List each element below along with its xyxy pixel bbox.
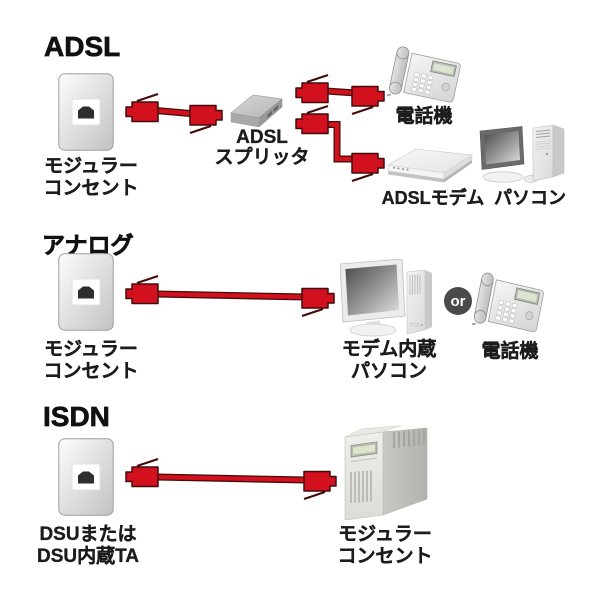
cable-analog [124, 274, 336, 318]
telephone-label-adsl: 電話機 [395, 106, 453, 127]
cable-splitter-to-phone [294, 73, 386, 116]
adsl-splitter-label: ADSL スプリッタ [214, 127, 310, 168]
section-heading-adsl: ADSL [44, 31, 121, 63]
adsl-modem-label: ADSLモデム [381, 188, 485, 208]
section-heading-isdn: ISDN [43, 401, 111, 433]
cable-adsl-wall-to-splitter [124, 92, 224, 135]
pc-label-adsl: パソコン [494, 188, 566, 208]
modular-device-label-isdn: モジュラー コンセント [337, 524, 433, 567]
cable-splitter-to-modem [294, 104, 386, 183]
or-badge: or [444, 287, 472, 315]
pc-label-analog: モデム内蔵 パソコン [341, 339, 437, 382]
wall-jack-label-analog: モジュラー コンセント [43, 339, 139, 382]
telephone-label-analog: 電話機 [481, 341, 539, 362]
cable-isdn [124, 457, 338, 501]
wall-jack-label-isdn: DSUまたは DSU内蔵TA [36, 524, 140, 567]
wall-jack-label-adsl: モジュラー コンセント [43, 156, 139, 199]
